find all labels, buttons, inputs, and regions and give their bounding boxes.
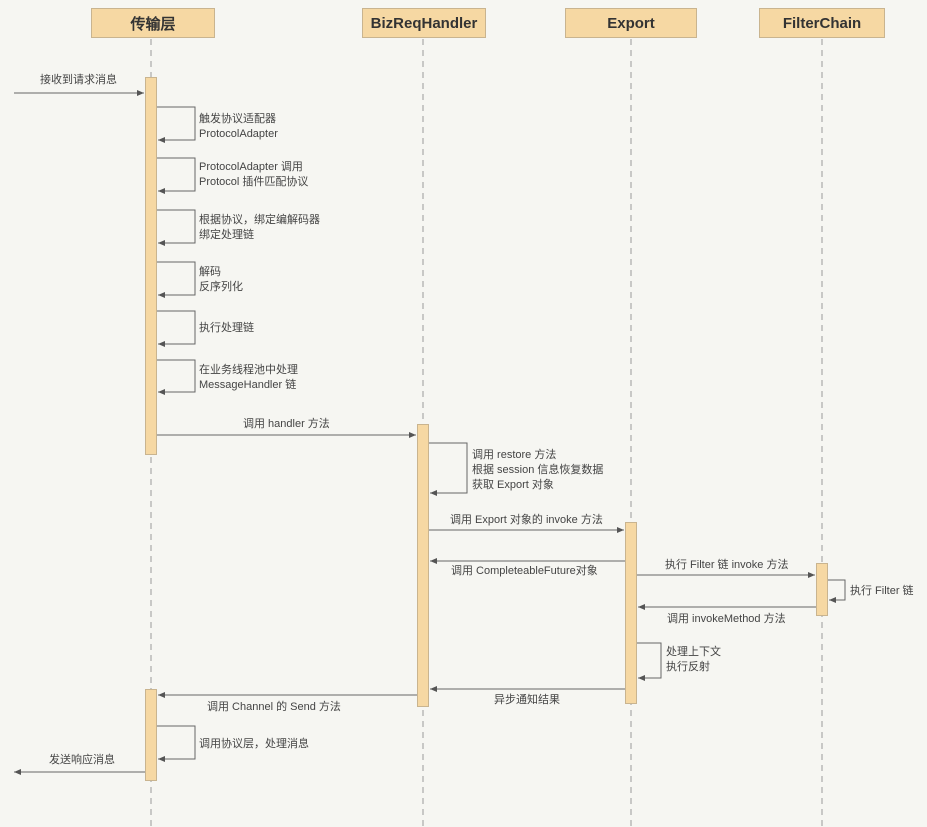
self-arrow-execute-chain <box>157 310 196 347</box>
self-arrow-protocol-layer <box>157 725 196 762</box>
message-label-reflect: 处理上下文 执行反射 <box>666 645 721 675</box>
label-line: 根据 session 信息恢复数据 <box>472 464 604 476</box>
participant-bizreqhandler[interactable]: BizReqHandler <box>362 8 486 38</box>
participant-filterchain[interactable]: FilterChain <box>759 8 885 38</box>
label-line: 绑定处理链 <box>199 229 254 241</box>
label-line: MessageHandler 链 <box>199 379 297 391</box>
participant-export[interactable]: Export <box>565 8 697 38</box>
activation-export <box>625 522 637 704</box>
self-arrow-reflect <box>637 642 662 681</box>
activation-transport-2 <box>145 689 157 781</box>
label-line: 处理上下文 <box>666 646 721 658</box>
label-line: 反序列化 <box>199 281 243 293</box>
message-label-trigger-adapter: 触发协议适配器 ProtocolAdapter <box>199 112 278 142</box>
message-label-call-handler: 调用 handler 方法 <box>243 418 330 430</box>
message-label-decode: 解码 反序列化 <box>199 265 243 295</box>
message-label-business-pool: 在业务线程池中处理 MessageHandler 链 <box>199 363 298 393</box>
label-line: 在业务线程池中处理 <box>199 364 298 376</box>
message-label-restore: 调用 restore 方法 根据 session 信息恢复数据 获取 Expor… <box>472 448 603 493</box>
self-arrow-execute-filter <box>828 579 846 603</box>
self-arrow-business-pool <box>157 359 196 395</box>
self-arrow-bind-codec <box>157 209 196 246</box>
message-label-execute-chain: 执行处理链 <box>199 322 254 334</box>
message-label-receive-request: 接收到请求消息 <box>40 74 117 86</box>
label-line: 获取 Export 对象 <box>472 479 554 491</box>
message-label-bind-codec: 根据协议，绑定编解码器 绑定处理链 <box>199 213 320 243</box>
message-label-filter-invoke: 执行 Filter 链 invoke 方法 <box>665 559 789 571</box>
self-arrow-decode <box>157 261 196 298</box>
message-label-send-response: 发送响应消息 <box>49 754 115 766</box>
message-label-adapter-protocol: ProtocolAdapter 调用 Protocol 插件匹配协议 <box>199 160 308 190</box>
activation-filterchain <box>816 563 828 616</box>
participant-transport[interactable]: 传输层 <box>91 8 215 38</box>
message-label-completable-future: 调用 CompleteableFuture对象 <box>451 565 598 577</box>
label-line: 触发协议适配器 <box>199 113 276 125</box>
self-arrow-restore <box>429 442 468 496</box>
label-line: Protocol 插件匹配协议 <box>199 176 309 188</box>
label-line: 解码 <box>199 266 221 278</box>
message-label-execute-filter: 执行 Filter 链 <box>850 585 914 597</box>
message-label-channel-send: 调用 Channel 的 Send 方法 <box>207 701 341 713</box>
label-line: ProtocolAdapter 调用 <box>199 161 303 173</box>
message-label-protocol-layer: 调用协议层，处理消息 <box>199 738 309 750</box>
message-label-invoke-method: 调用 invokeMethod 方法 <box>667 613 786 625</box>
self-arrow-trigger-adapter <box>157 106 196 143</box>
message-label-invoke-export: 调用 Export 对象的 invoke 方法 <box>450 514 603 526</box>
activation-transport-1 <box>145 77 157 455</box>
self-arrow-adapter-protocol <box>157 157 196 194</box>
activation-bizreqhandler <box>417 424 429 707</box>
message-label-async-notify: 异步通知结果 <box>494 694 560 706</box>
label-line: 调用 restore 方法 <box>472 449 557 461</box>
label-line: 根据协议，绑定编解码器 <box>199 214 320 226</box>
label-line: 执行反射 <box>666 661 710 673</box>
label-line: ProtocolAdapter <box>199 128 278 140</box>
